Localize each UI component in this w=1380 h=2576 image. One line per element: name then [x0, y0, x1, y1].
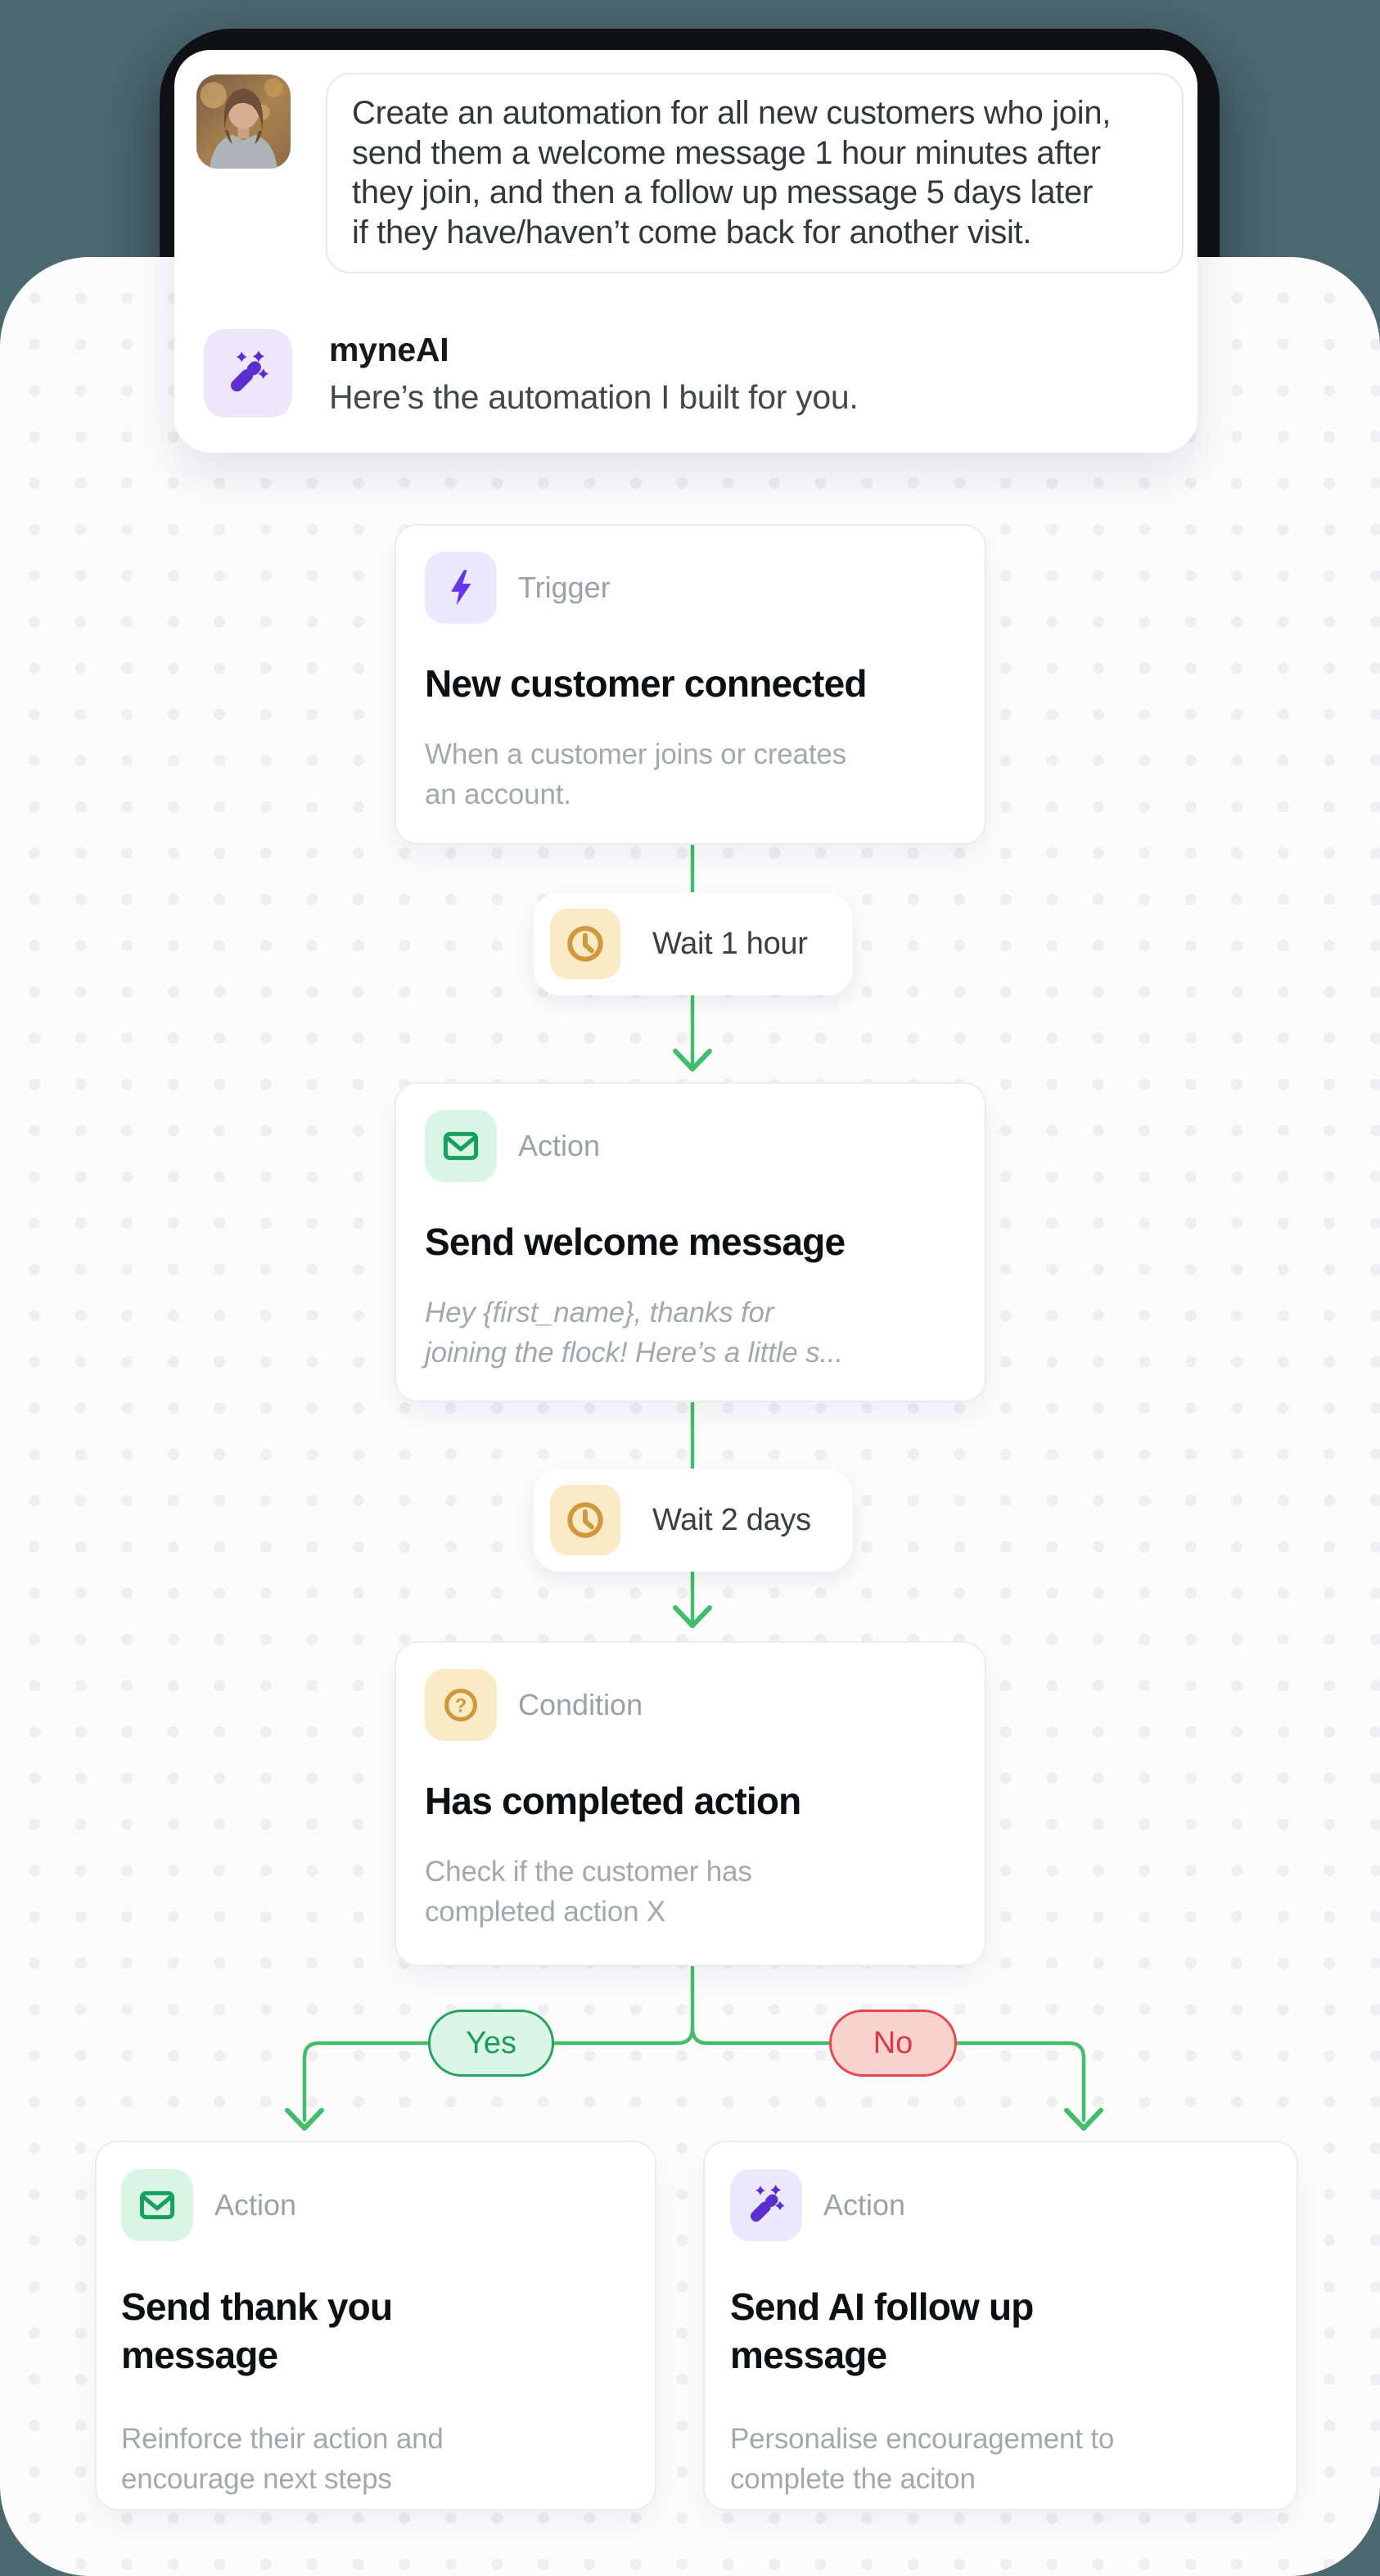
assistant-avatar: [204, 329, 292, 417]
wait-label: Wait 1 hour: [652, 926, 808, 961]
branch-no-label: No: [873, 2025, 913, 2060]
svg-text:?: ?: [455, 1695, 467, 1717]
user-photo-avatar: [196, 74, 291, 169]
branch-yes-pill[interactable]: Yes: [428, 2010, 554, 2077]
wait-pill-1-hour[interactable]: Wait 1 hour: [534, 892, 853, 995]
magic-wand-icon: [231, 350, 269, 392]
node-label: Condition: [518, 1688, 643, 1721]
node-label: Action: [518, 1129, 601, 1162]
clock-icon: [550, 1485, 620, 1555]
wait-pill-2-days[interactable]: Wait 2 days: [534, 1468, 853, 1572]
magic-wand-icon: [730, 2169, 802, 2241]
assistant-message: Here’s the automation I built for you.: [329, 378, 859, 416]
user-message-bubble: Create an automation for all new custome…: [326, 73, 1184, 273]
chat-card: Create an automation for all new custome…: [174, 50, 1197, 453]
branch-yes-label: Yes: [466, 2025, 516, 2060]
envelope-icon: [425, 1110, 497, 1182]
clock-icon: [550, 909, 620, 979]
node-condition[interactable]: ? Condition Has completed action Check i…: [395, 1641, 986, 1966]
node-label: Trigger: [518, 571, 611, 604]
lightning-bolt-icon: [425, 552, 497, 624]
wait-label: Wait 2 days: [652, 1502, 811, 1537]
node-title: Send welcome message: [425, 1220, 846, 1263]
user-message-text: Create an automation for all new custome…: [352, 95, 1112, 250]
node-label: Action: [823, 2188, 906, 2222]
node-trigger[interactable]: Trigger New customer connected When a cu…: [395, 524, 986, 845]
assistant-name: myneAI: [329, 331, 449, 368]
node-title: Has completed action: [425, 1780, 801, 1822]
branch-no-pill[interactable]: No: [829, 2010, 957, 2077]
node-title: New customer connected: [425, 662, 867, 705]
node-action-welcome[interactable]: Action Send welcome message Hey {first_n…: [395, 1082, 986, 1402]
node-label: Action: [214, 2188, 297, 2222]
help-circle-icon: ?: [425, 1669, 497, 1741]
envelope-icon: [121, 2169, 193, 2241]
